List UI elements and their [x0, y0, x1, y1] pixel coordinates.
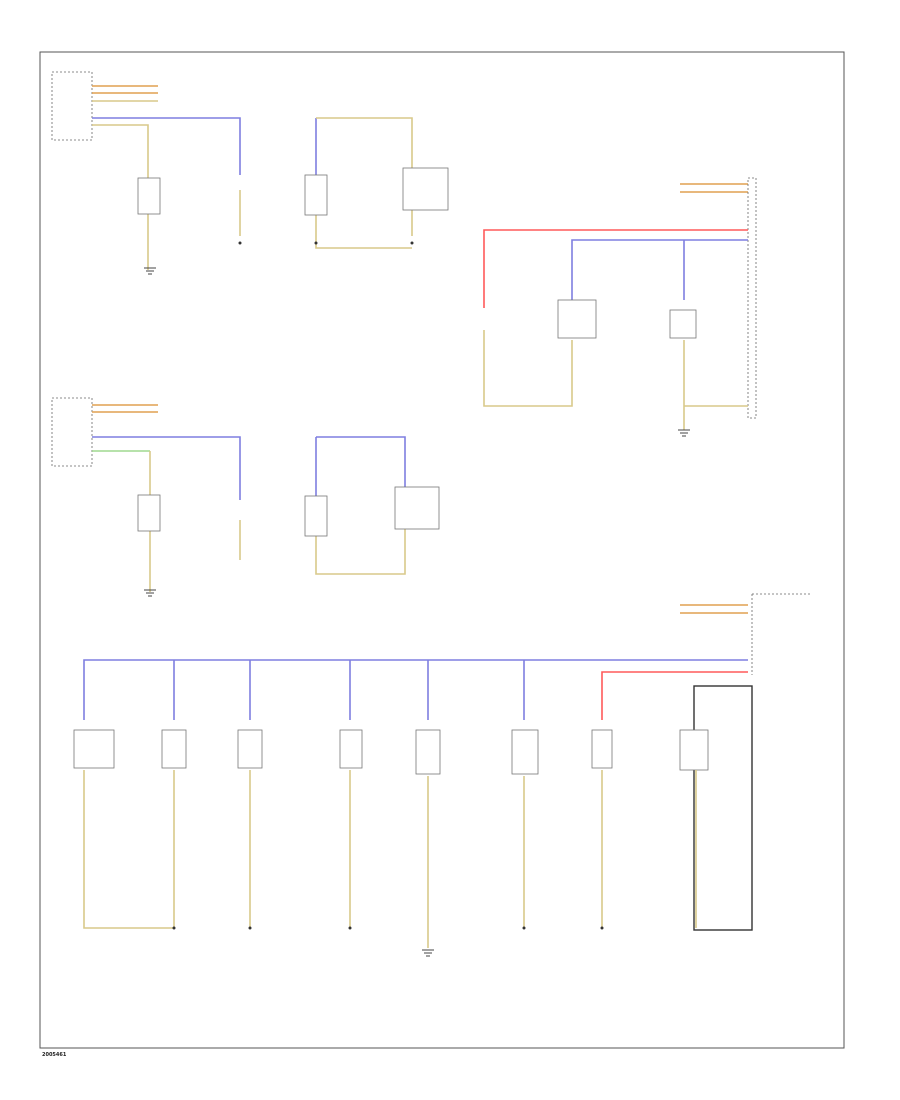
section-right-rear-door [51, 397, 440, 597]
left-rear-illumination [304, 174, 328, 216]
wire-power-feed-4 [680, 604, 748, 614]
left-rear-switch-module [402, 167, 449, 211]
diagram-frame [39, 51, 845, 1049]
passenger-door-module-outline [747, 177, 757, 419]
ground-symbol-3 [678, 429, 690, 437]
door-switch-1 [73, 729, 115, 769]
door-switch-3 [237, 729, 263, 769]
driver-door-module-outline [751, 593, 812, 675]
wire-red-bus-4 [601, 671, 748, 720]
wire-black-loop [693, 685, 753, 931]
wire-tan-drop-3 [683, 340, 748, 430]
wire-tan-loop-3 [483, 330, 573, 407]
wire-blue-bus-4 [83, 659, 748, 720]
wire-tan-bus [92, 124, 149, 270]
wire-blue-bus-2 [92, 436, 241, 500]
section-driver-door [73, 593, 812, 957]
wire-tan-loop-2 [315, 520, 406, 575]
door-switch-4 [339, 729, 363, 769]
right-rear-door-module-outline [51, 397, 93, 467]
left-rear-door-module-outline [51, 71, 93, 141]
ground-symbol-4 [422, 949, 434, 957]
wire-blue-bus-3 [571, 239, 748, 300]
door-lamp-8 [679, 729, 709, 771]
wire-tan-loop [315, 117, 413, 249]
wire-tan-drops-4 [83, 770, 697, 948]
door-switch-6 [511, 729, 539, 775]
door-switch-5 [415, 729, 441, 775]
passenger-lamp [669, 309, 697, 339]
wire-power-feed [92, 85, 158, 94]
right-rear-switch-module [394, 486, 440, 530]
passenger-window-switch [557, 299, 597, 339]
wire-blue-bus [92, 117, 241, 175]
section-left-rear-door [51, 71, 449, 275]
ground-symbol-2 [144, 589, 156, 597]
diagram-code: 2005461 [42, 1052, 67, 1058]
left-rear-door-lamp [137, 177, 161, 215]
right-rear-illumination [304, 495, 328, 537]
wire-power-feed-2 [92, 404, 158, 413]
right-rear-door-lamp [137, 494, 161, 532]
ground-symbol [144, 267, 156, 275]
door-lamp-7 [591, 729, 613, 769]
section-right-front-door [483, 177, 757, 437]
wire-blue-loop-2 [315, 436, 406, 500]
wire-power-feed-3 [680, 183, 748, 193]
wire-red-bus [483, 229, 748, 308]
door-switch-2 [161, 729, 187, 769]
